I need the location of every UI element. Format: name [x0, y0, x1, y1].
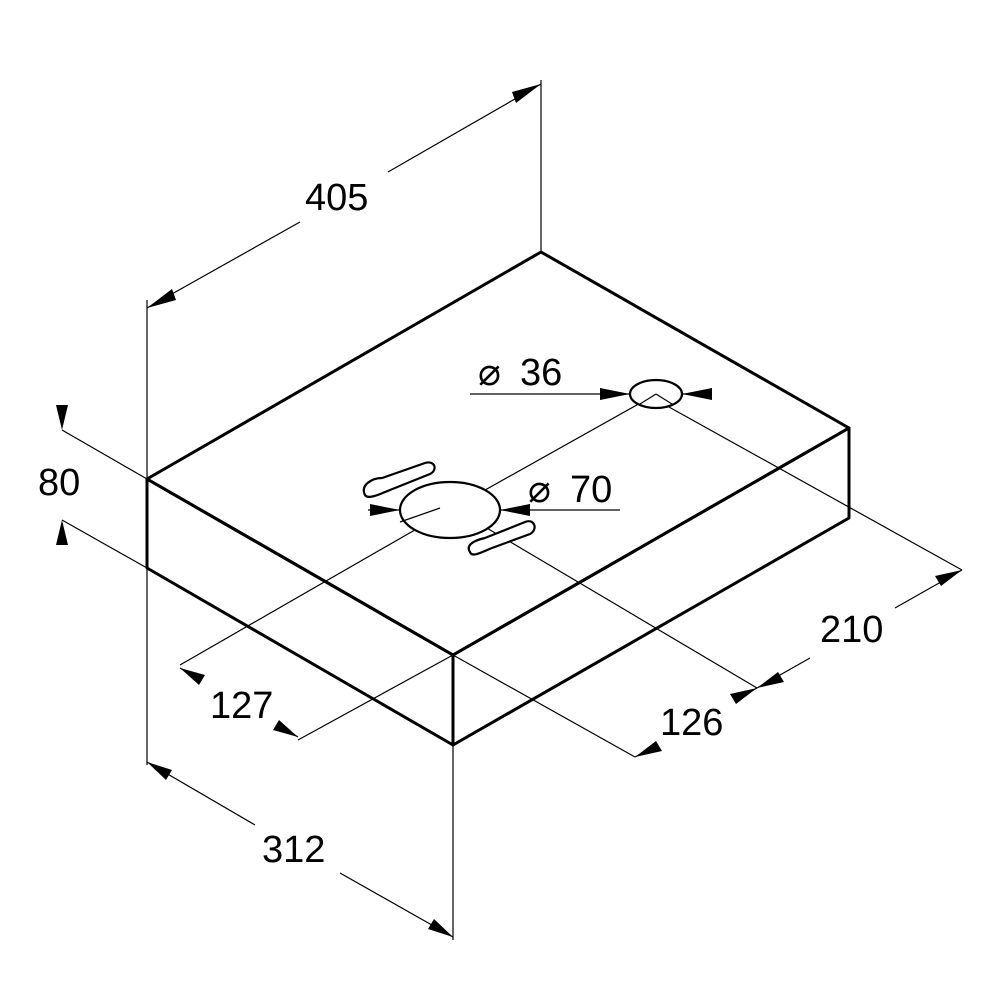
holes — [362, 378, 684, 556]
arrow-80-bottom — [56, 520, 68, 545]
dimension-lines — [146, 83, 963, 938]
arrow-312-right — [428, 919, 453, 937]
arrowheads — [56, 84, 962, 937]
label-126: 126 — [660, 702, 723, 744]
arrow-d70-right — [500, 504, 530, 516]
arrow-210-right — [935, 570, 962, 586]
box-top-face — [145, 250, 851, 657]
large-hole — [398, 480, 502, 540]
arrow-405-right — [512, 84, 541, 103]
label-diameter-symbol-70: ⌀ — [528, 469, 551, 511]
box-right-face — [451, 426, 851, 747]
label-405: 405 — [305, 177, 368, 219]
arrow-d70-left — [370, 504, 400, 516]
arrow-210-left — [757, 672, 784, 688]
label-210: 210 — [820, 609, 883, 651]
label-80: 80 — [38, 462, 80, 504]
arrow-126-left — [635, 741, 662, 757]
arrow-127-left — [180, 668, 205, 685]
arrow-405-left — [147, 289, 176, 308]
arrow-127-right — [273, 720, 298, 737]
slot-left — [362, 461, 436, 498]
label-70: 70 — [570, 469, 612, 511]
label-diameter-symbol-36: ⌀ — [478, 352, 501, 394]
arrow-80-top — [56, 405, 68, 430]
arrow-d36-right — [682, 388, 712, 400]
arrow-d36-left — [600, 388, 630, 400]
label-127: 127 — [210, 685, 273, 727]
label-312: 312 — [262, 829, 325, 871]
slot-right — [467, 520, 536, 556]
arrow-126-right — [730, 688, 757, 704]
dimension-labels: 405 80 312 127 126 210 ⌀ 36 ⌀ 70 — [38, 177, 883, 871]
arrow-312-left — [147, 762, 172, 780]
box-body — [145, 250, 851, 747]
label-36: 36 — [520, 352, 562, 394]
